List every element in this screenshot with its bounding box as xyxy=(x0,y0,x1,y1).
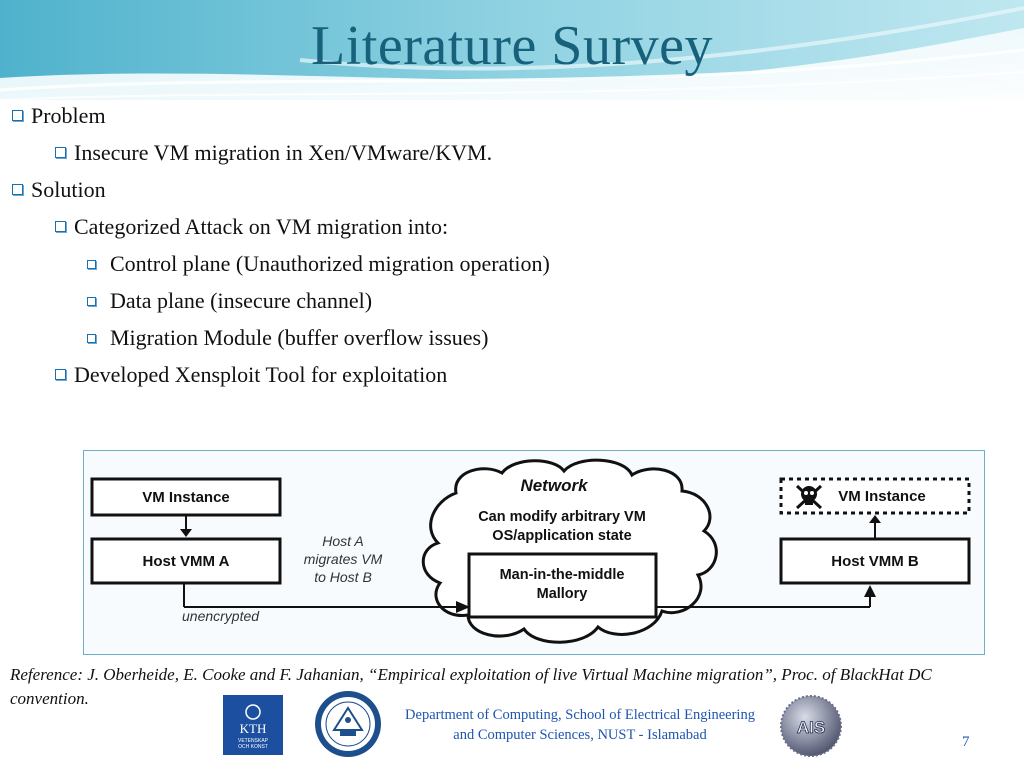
page-number: 7 xyxy=(962,734,970,750)
bullet-xensploit: Developed Xensploit Tool for exploitatio… xyxy=(55,362,447,388)
bullet-data-plane: Data plane (insecure channel) xyxy=(87,288,372,314)
host-vmm-a-box xyxy=(90,537,282,585)
bullet-problem: Problem xyxy=(12,103,106,129)
migration-note-line1: Host A xyxy=(322,533,364,549)
bullet-text: Categorized Attack on VM migration into: xyxy=(74,214,449,239)
kth-logo-text: KTH xyxy=(240,721,267,736)
reference-citation: Reference: J. Oberheide, E. Cooke and F.… xyxy=(10,665,932,708)
header-wave-decoration xyxy=(0,0,1024,115)
checkbox-bullet-icon xyxy=(55,221,66,232)
checkbox-bullet-icon xyxy=(55,369,66,380)
vm-instance-b-label: VM Instance xyxy=(838,488,926,505)
host-vmm-b-box xyxy=(779,537,971,585)
migration-note-line2: migrates VM xyxy=(304,551,383,567)
bullet-migration-module: Migration Module (buffer overflow issues… xyxy=(87,325,488,351)
checkbox-bullet-icon xyxy=(87,334,96,343)
checkbox-bullet-icon xyxy=(87,260,96,269)
bullet-text: Insecure VM migration in Xen/VMware/KVM. xyxy=(74,140,493,165)
checkbox-bullet-icon xyxy=(55,147,66,158)
skull-crossbones-icon xyxy=(795,484,823,510)
ais-logo-text: AIS xyxy=(797,718,825,737)
ais-logo: AIS xyxy=(780,695,842,757)
bullet-text: Data plane (insecure channel) xyxy=(110,288,373,313)
mitm-box xyxy=(467,552,658,619)
bullet-text: Migration Module (buffer overflow issues… xyxy=(110,325,489,350)
bullet-text: Problem xyxy=(31,103,106,128)
mitm-label-line1: Man-in-the-middle xyxy=(500,567,625,583)
migration-note-line3: to Host B xyxy=(314,569,372,585)
bullet-solution: Solution xyxy=(12,177,106,203)
checkbox-bullet-icon xyxy=(87,297,96,306)
network-title: Network xyxy=(520,476,589,495)
bullet-categorized-attack: Categorized Attack on VM migration into: xyxy=(55,214,448,240)
checkbox-bullet-icon xyxy=(12,110,23,121)
kth-logo: KTH VETENSKAP OCH KONST xyxy=(223,695,283,755)
bullet-text: Solution xyxy=(31,177,106,202)
bullet-text: Control plane (Unauthorized migration op… xyxy=(110,251,550,276)
footer-department: Department of Computing, School of Elect… xyxy=(405,707,755,743)
mitm-migration-diagram: VM Instance Host VMM A Host A migrates V… xyxy=(83,450,985,655)
bullet-control-plane: Control plane (Unauthorized migration op… xyxy=(87,251,550,277)
kth-logo-sub2: OCH KONST xyxy=(238,744,268,750)
vm-instance-a-label: VM Instance xyxy=(142,489,230,506)
bullet-insecure-vm-migration: Insecure VM migration in Xen/VMware/KVM. xyxy=(55,140,492,166)
network-desc-line2: OS/application state xyxy=(492,528,631,544)
host-vmm-a-label: Host VMM A xyxy=(143,553,230,570)
nust-seal-logo xyxy=(315,691,381,757)
vm-instance-b-box xyxy=(779,477,971,515)
slide-title: Literature Survey xyxy=(311,15,713,77)
network-desc-line1: Can modify arbitrary VM xyxy=(478,509,646,525)
mitm-label-line2: Mallory xyxy=(537,586,588,602)
kth-logo-sub1: VETENSKAP xyxy=(238,738,269,744)
checkbox-bullet-icon xyxy=(12,184,23,195)
host-vmm-b-label: Host VMM B xyxy=(831,553,919,570)
bullet-text: Developed Xensploit Tool for exploitatio… xyxy=(74,362,448,387)
channel-label: unencrypted xyxy=(182,608,260,624)
